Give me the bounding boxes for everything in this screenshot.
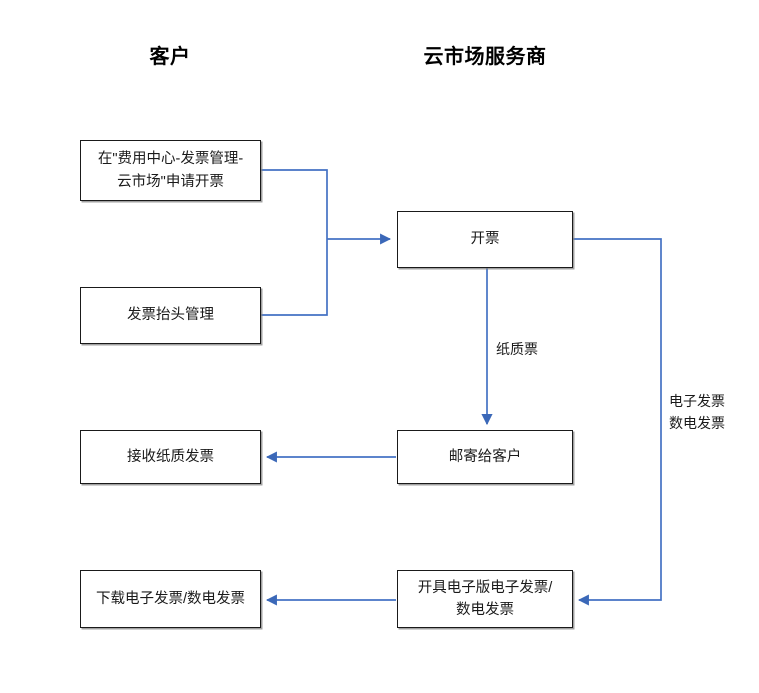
edge-issue-to-electronic xyxy=(573,238,662,606)
node-issue-electronic-label: 开具电子版电子发票/ 数电发票 xyxy=(417,579,553,618)
node-invoice-title-label: 发票抬头管理 xyxy=(127,307,214,324)
node-issue-invoice[interactable]: 开票 xyxy=(397,211,573,268)
node-mail-to-customer-label: 邮寄给客户 xyxy=(448,448,522,465)
node-apply-invoice-label: 在"费用中心-发票管理- 云市场"申请开票 xyxy=(97,151,244,190)
node-mail-to-customer[interactable]: 邮寄给客户 xyxy=(397,430,573,484)
node-download-electronic-label: 下载电子发票/数电发票 xyxy=(95,590,246,607)
edge-title-to-junction xyxy=(261,239,328,316)
edge-label-paper: 纸质票 xyxy=(496,341,538,357)
swimlane-title-provider: 云市场服务商 xyxy=(423,46,547,68)
node-issue-invoice-label: 开票 xyxy=(470,231,500,248)
node-issue-electronic[interactable]: 开具电子版电子发票/ 数电发票 xyxy=(397,570,573,628)
node-invoice-title[interactable]: 发票抬头管理 xyxy=(80,287,261,344)
edge-apply-to-junction xyxy=(261,169,328,239)
node-receive-paper-label: 接收纸质发票 xyxy=(127,448,214,465)
swimlane-title-customer: 客户 xyxy=(149,46,191,68)
node-receive-paper[interactable]: 接收纸质发票 xyxy=(80,430,261,484)
node-apply-invoice[interactable]: 在"费用中心-发票管理- 云市场"申请开票 xyxy=(80,140,261,201)
edge-label-electronic: 电子发票 数电发票 xyxy=(669,393,725,432)
node-download-electronic[interactable]: 下载电子发票/数电发票 xyxy=(80,570,261,628)
